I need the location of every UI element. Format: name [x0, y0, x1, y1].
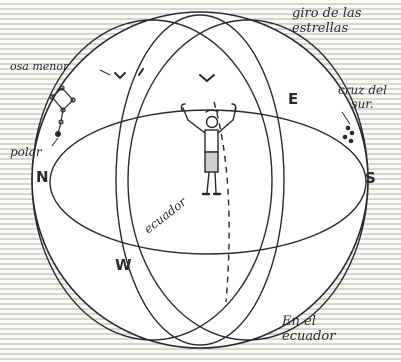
en-el-ecuador-label: En el ecuador [282, 314, 335, 344]
star-rotation-label: giro de las estrellas [292, 6, 361, 36]
cruz-del-sur-line-2: sur. [338, 97, 387, 111]
osa-menor-label: osa menor [10, 61, 68, 72]
star-rotation-line-2: estrellas [292, 21, 361, 36]
east-label: E [288, 92, 298, 107]
west-label: W [115, 258, 132, 273]
cruz-del-sur-line-1: cruz del [338, 83, 387, 97]
cruz-del-sur-label: cruz del sur. [338, 83, 387, 111]
en-el-ecuador-line-1: En el [282, 314, 335, 329]
celestial-sphere [32, 12, 368, 348]
polar-label: polar [10, 146, 42, 158]
north-label: N [36, 170, 49, 185]
star-rotation-line-1: giro de las [292, 6, 361, 21]
south-label: S [365, 171, 376, 186]
en-el-ecuador-line-2: ecuador [282, 329, 335, 344]
